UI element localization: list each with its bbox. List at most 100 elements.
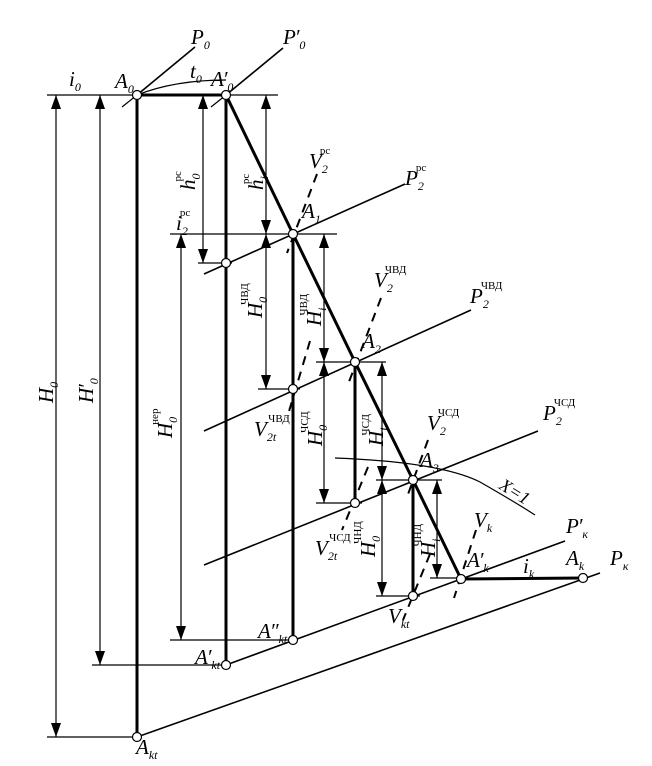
point-a-h0pc [220,257,232,269]
point-ak [577,572,589,584]
svg-text:P2рс: P2рс [404,162,426,193]
label-v2pc: V2рс [309,145,330,176]
label-akt: Akt [134,735,158,762]
label-a2: A2 [360,329,381,356]
state-points [131,89,589,743]
label-ak: Ak [564,546,585,573]
label-h0chsd: H0ЧСД [299,411,330,447]
label-akp: A′k [465,548,489,575]
svg-text:HiЧСД: HiЧСД [360,414,391,447]
svg-text:P0: P0 [190,25,210,52]
isobar-lines [121,46,601,738]
label-h0p: H′0 [74,378,101,404]
svg-text:A′kt: A′kt [193,645,221,672]
svg-text:H0ЧНД: H0ЧНД [352,521,383,558]
expansion-line [224,94,584,581]
saturation-line [334,457,536,516]
label-h0chvd: H0ЧВД [239,283,270,319]
svg-text:V2tЧВД: V2tЧВД [254,413,290,444]
label-p2chsd: P2ЧСД [542,397,576,428]
svg-text:P2ЧВД: P2ЧВД [469,280,503,311]
label-aktpp: A″kt [256,619,288,646]
label-hichsd: HiЧСД [360,414,391,447]
svg-text:H0ЧВД: H0ЧВД [239,283,270,319]
point-akt [131,731,143,743]
label-pkp: P′к [565,514,588,541]
point-akt-prime [220,659,232,671]
label-i2pc: i2рс [176,207,190,238]
point-a-chnd-t [407,590,419,602]
point-ak-prime [455,573,467,585]
label-p0: P0 [190,25,210,52]
svg-text:Pк: Pк [609,546,629,573]
label-a3: A3 [418,448,439,475]
point-a0-prime [220,89,232,101]
label-p2chvd: P2ЧВД [469,280,503,311]
point-a0 [131,89,143,101]
svg-text:hiрс: hiрс [240,174,271,190]
point-a-chvd-t [287,383,299,395]
svg-text:V2ЧВД: V2ЧВД [374,264,407,295]
svg-text:A2: A2 [360,329,381,356]
svg-text:H0нер: H0нер [149,408,180,439]
svg-text:HiЧВД: HiЧВД [298,293,329,327]
svg-text:V2рс: V2рс [309,145,330,176]
label-p2pc: P2рс [404,162,426,193]
point-a-chsd-t [349,497,361,509]
svg-text:HiЧНД: HiЧНД [412,523,443,558]
label-v2t_chvd: V2tЧВД [254,413,290,444]
label-hipc: hiрс [240,174,271,190]
svg-text:H0ЧСД: H0ЧСД [299,411,330,447]
svg-text:A″kt: A″kt [256,619,288,646]
label-a1: A1 [300,199,321,226]
svg-text:ik: ik [523,554,535,581]
svg-text:i0: i0 [69,67,81,94]
label-aktp: A′kt [193,645,221,672]
svg-text:i2рс: i2рс [176,207,190,238]
point-akt-double-prime [287,634,299,646]
svg-text:A′0: A′0 [209,67,233,94]
svg-text:t0: t0 [190,59,202,86]
svg-text:H′0: H′0 [74,378,101,404]
horizontal-guides [47,94,465,738]
label-v2chvd: V2ЧВД [374,264,407,295]
label-t0: t0 [190,59,202,86]
svg-text:Akt: Akt [134,735,158,762]
label-v2chsd: V2ЧСД [427,407,460,438]
label-i0: i0 [69,67,81,94]
svg-text:A1: A1 [300,199,321,226]
label-h0pc: h0рс [172,171,203,190]
svg-text:H0: H0 [34,382,61,404]
label-h0ner: H0нер [149,408,180,439]
label-v2t_chsd: V2tЧСД [315,532,351,563]
point-a1 [287,228,299,240]
label-x1: X=1 [495,474,534,509]
label-pk: Pк [609,546,629,573]
svg-text:P2ЧСД: P2ЧСД [542,397,576,428]
svg-text:P′0: P′0 [282,25,305,52]
label-hichvd: HiЧВД [298,293,329,327]
dimension-arrows [51,95,442,737]
label-hichnd: HiЧНД [412,523,443,558]
svg-text:V2ЧСД: V2ЧСД [427,407,460,438]
label-vkt: Vkt [388,604,410,631]
label-ik: ik [523,554,535,581]
svg-text:Vk: Vk [474,508,493,535]
svg-text:A0: A0 [113,69,134,96]
svg-text:Ak: Ak [564,546,585,573]
svg-text:A3: A3 [418,448,439,475]
svg-text:P′к: P′к [565,514,588,541]
isentropic-lines [135,93,415,737]
label-a0: A0 [113,69,134,96]
svg-text:V2tЧСД: V2tЧСД [315,532,351,563]
label-a0p: A′0 [209,67,233,94]
point-a2 [349,356,361,368]
label-h0chnd: H0ЧНД [352,521,383,558]
label-p0p: P′0 [282,25,305,52]
label-h0: H0 [34,382,61,404]
point-a3 [407,474,419,486]
label-vk: Vk [474,508,493,535]
svg-text:h0рс: h0рс [172,171,203,190]
